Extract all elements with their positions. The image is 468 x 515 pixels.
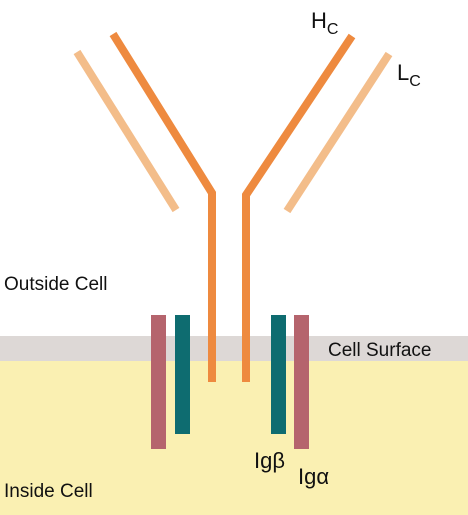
membrane-band <box>0 336 468 361</box>
cell-surface-label: Cell Surface <box>328 340 432 361</box>
heavy-chain-subscript: C <box>327 21 339 38</box>
inside-cell-label: Inside Cell <box>4 481 93 502</box>
ig-alpha-label: Igα <box>298 464 329 489</box>
outside-cell-label: Outside Cell <box>4 274 108 295</box>
light-chain-label: LC <box>397 60 421 90</box>
heavy-chain-left <box>109 31 216 382</box>
ig-beta-label: Igβ <box>254 448 285 473</box>
heavy-chain-label: HC <box>311 8 338 38</box>
light-chain-subscript: C <box>409 73 421 90</box>
ig-alpha-right-bar <box>294 315 309 449</box>
heavy-chain-letter: H <box>311 8 327 33</box>
heavy-chain-right <box>242 33 356 382</box>
ig-beta-right-bar <box>271 315 286 434</box>
cytoplasm-region <box>0 360 468 515</box>
light-chain-letter: L <box>397 60 409 85</box>
light-chain-right <box>283 51 393 214</box>
ig-beta-left-bar <box>175 315 190 434</box>
light-chain-left <box>73 49 180 213</box>
ig-alpha-left-bar <box>151 315 166 449</box>
